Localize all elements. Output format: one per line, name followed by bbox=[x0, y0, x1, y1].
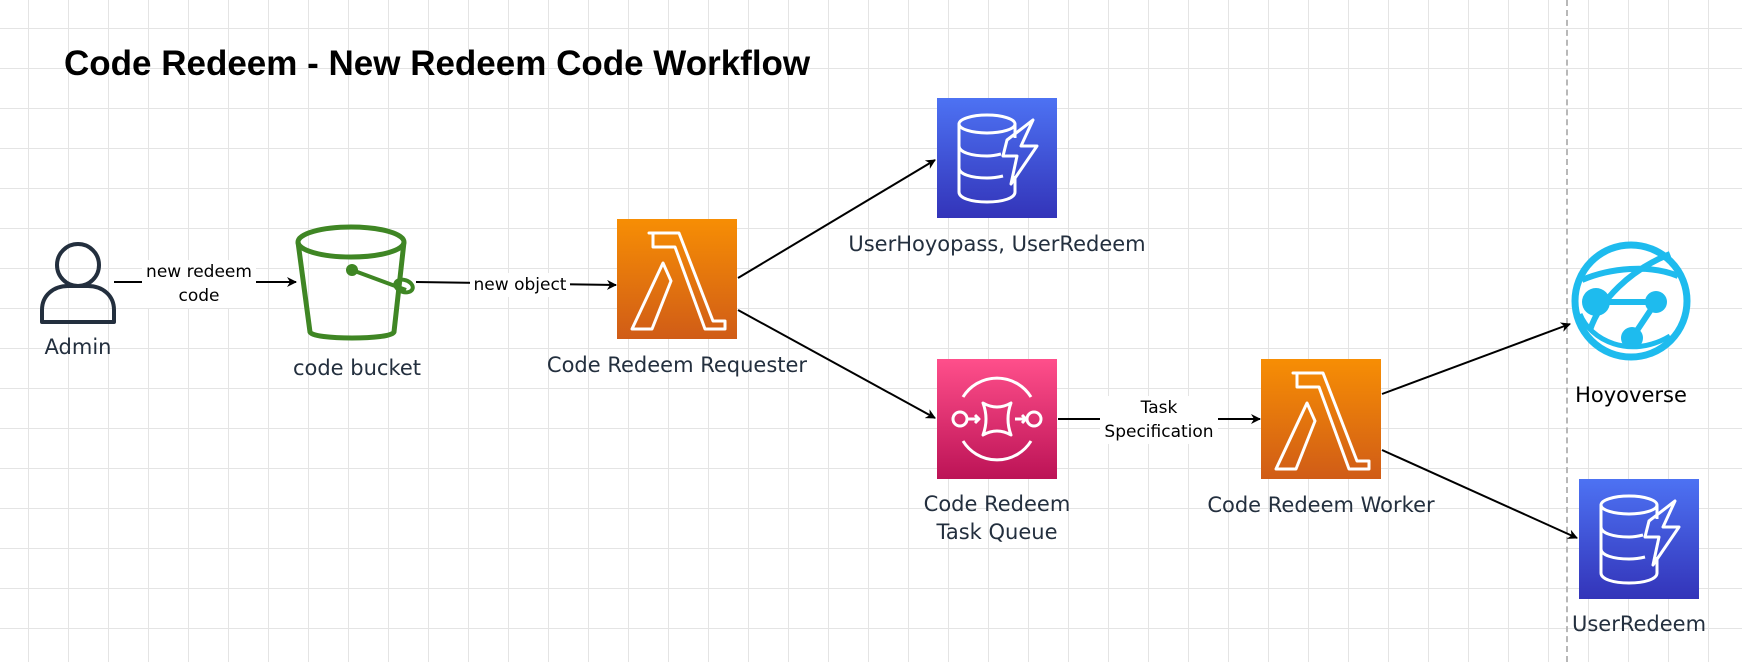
edge-label-line: code bbox=[178, 286, 220, 306]
requester-node[interactable] bbox=[617, 219, 737, 339]
queue-label-line: Task Queue bbox=[936, 520, 1058, 544]
s3-bucket-icon bbox=[295, 224, 415, 341]
worker-node[interactable] bbox=[1261, 359, 1381, 479]
requester-label: Code Redeem Requester bbox=[546, 353, 808, 377]
edge-label-line: Task bbox=[1140, 398, 1178, 418]
db-top-label: UserHoyopass, UserRedeem bbox=[848, 232, 1146, 256]
hoyoverse-node[interactable] bbox=[1570, 240, 1692, 362]
queue-label: Code Redeem Task Queue bbox=[887, 490, 1107, 546]
admin-node[interactable] bbox=[38, 238, 118, 324]
db-bottom-node[interactable] bbox=[1579, 479, 1699, 599]
code-bucket-label: code bucket bbox=[292, 356, 422, 380]
worker-label: Code Redeem Worker bbox=[1207, 493, 1435, 517]
queue-node[interactable] bbox=[937, 359, 1057, 479]
hoyoverse-label: Hoyoverse bbox=[1575, 383, 1687, 407]
dynamodb-icon bbox=[1579, 479, 1699, 599]
edge-worker-to-db-bottom[interactable] bbox=[1381, 449, 1578, 539]
db-top-node[interactable] bbox=[937, 98, 1057, 218]
edge-worker-to-hoyoverse[interactable] bbox=[1381, 322, 1571, 395]
edge-label-line: new redeem bbox=[146, 262, 252, 282]
edge-label-line: Specification bbox=[1104, 422, 1214, 442]
dynamodb-icon bbox=[937, 98, 1057, 218]
globe-icon bbox=[1571, 241, 1691, 361]
code-bucket-node[interactable] bbox=[294, 220, 418, 344]
edge-requester-to-db-top[interactable] bbox=[737, 159, 936, 279]
lambda-icon bbox=[617, 219, 737, 339]
edge-label-task-specification: Task Specification bbox=[1100, 396, 1218, 444]
admin-label: Admin bbox=[44, 335, 112, 359]
db-bottom-label: UserRedeem bbox=[1571, 612, 1707, 636]
diagram-title: Code Redeem - New Redeem Code Workflow bbox=[64, 44, 811, 83]
edge-label-new-object: new object bbox=[470, 273, 570, 297]
sqs-icon bbox=[937, 359, 1057, 479]
lambda-icon bbox=[1261, 359, 1381, 479]
user-icon bbox=[40, 242, 116, 324]
edge-label-new-redeem-code: new redeem code bbox=[142, 260, 256, 308]
queue-label-line: Code Redeem bbox=[923, 492, 1071, 516]
edge-requester-to-queue[interactable] bbox=[737, 309, 936, 419]
